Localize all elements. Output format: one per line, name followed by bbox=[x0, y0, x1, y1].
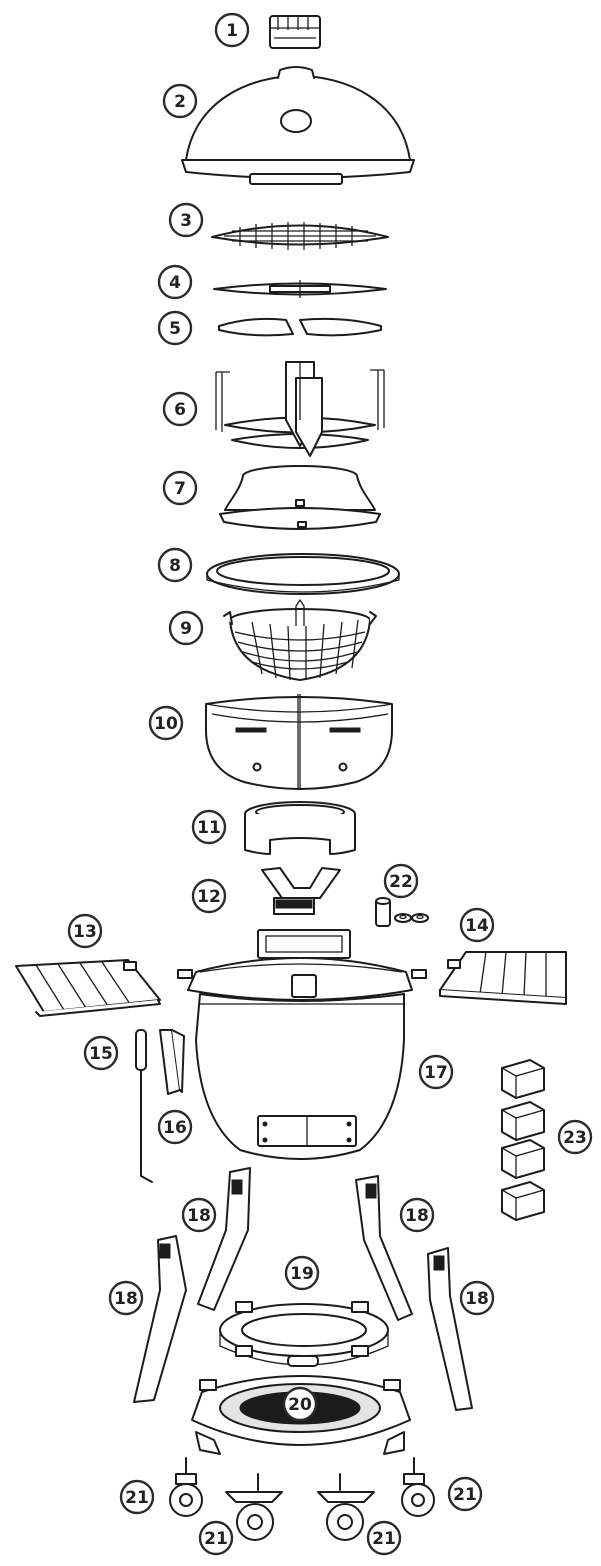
cooking-grate bbox=[211, 222, 389, 250]
svg-text:22: 22 bbox=[389, 872, 413, 892]
callout: 14 bbox=[459, 907, 495, 943]
callout: 2 bbox=[162, 83, 198, 119]
svg-text:14: 14 bbox=[465, 916, 489, 936]
callout: 22 bbox=[383, 863, 419, 899]
svg-text:11: 11 bbox=[197, 818, 221, 838]
svg-text:21: 21 bbox=[453, 1485, 477, 1505]
fire-box bbox=[205, 694, 393, 790]
callout: 16 bbox=[157, 1109, 193, 1145]
svg-text:2: 2 bbox=[174, 92, 186, 112]
hardware-set bbox=[375, 897, 429, 927]
callout: 18 bbox=[108, 1280, 144, 1316]
callout: 21 bbox=[366, 1520, 402, 1556]
deflector-stones bbox=[218, 317, 382, 337]
right-side-shelf bbox=[439, 951, 567, 1005]
charcoal-basket bbox=[223, 598, 377, 681]
callout: 7 bbox=[162, 470, 198, 506]
svg-text:21: 21 bbox=[204, 1529, 228, 1549]
caster bbox=[317, 1473, 375, 1541]
callout: 1 bbox=[214, 12, 250, 48]
fire-grate bbox=[244, 801, 356, 855]
svg-text:18: 18 bbox=[405, 1206, 429, 1226]
svg-text:18: 18 bbox=[187, 1206, 211, 1226]
callout: 19 bbox=[284, 1255, 320, 1291]
callout: 21 bbox=[198, 1520, 234, 1556]
casters bbox=[169, 1457, 435, 1541]
svg-text:7: 7 bbox=[174, 479, 186, 499]
svg-text:21: 21 bbox=[372, 1529, 396, 1549]
svg-text:13: 13 bbox=[73, 922, 97, 942]
top-vent-cap bbox=[269, 15, 321, 49]
dome-lid bbox=[181, 66, 415, 185]
svg-text:10: 10 bbox=[154, 714, 178, 734]
cart-legs bbox=[133, 1167, 473, 1411]
callout: 8 bbox=[157, 547, 193, 583]
gasket-ring bbox=[206, 553, 400, 595]
callout: 11 bbox=[191, 809, 227, 845]
callout: 9 bbox=[168, 610, 204, 646]
multi-level-rack bbox=[215, 361, 385, 457]
main-body bbox=[177, 929, 427, 1160]
callout: 18 bbox=[181, 1197, 217, 1233]
callout: 6 bbox=[162, 391, 198, 427]
callout: 3 bbox=[168, 202, 204, 238]
callout: 18 bbox=[459, 1280, 495, 1316]
caster bbox=[225, 1473, 283, 1541]
svg-text:23: 23 bbox=[563, 1128, 587, 1148]
svg-text:12: 12 bbox=[197, 887, 221, 907]
left-side-shelf bbox=[15, 959, 161, 1017]
svg-text:1: 1 bbox=[226, 21, 238, 41]
vent-door bbox=[261, 867, 341, 915]
callout: 23 bbox=[557, 1119, 593, 1155]
base-plate bbox=[191, 1375, 411, 1455]
svg-text:8: 8 bbox=[169, 556, 181, 576]
ceramic-feet bbox=[501, 1059, 545, 1221]
callout: 12 bbox=[191, 878, 227, 914]
grill-gripper bbox=[159, 1029, 185, 1095]
ash-tool bbox=[135, 1029, 153, 1183]
callout: 15 bbox=[83, 1035, 119, 1071]
svg-text:6: 6 bbox=[174, 400, 186, 420]
svg-text:18: 18 bbox=[465, 1289, 489, 1309]
svg-text:3: 3 bbox=[180, 211, 192, 231]
base-ring bbox=[219, 1301, 389, 1367]
svg-text:18: 18 bbox=[114, 1289, 138, 1309]
callout: 5 bbox=[157, 310, 193, 346]
callout: 20 bbox=[282, 1386, 318, 1422]
deflector-rack bbox=[213, 280, 387, 298]
callout: 13 bbox=[67, 913, 103, 949]
fire-ring bbox=[219, 465, 381, 530]
svg-text:4: 4 bbox=[169, 273, 181, 293]
callout: 21 bbox=[447, 1476, 483, 1512]
svg-text:17: 17 bbox=[424, 1063, 448, 1083]
svg-text:21: 21 bbox=[125, 1488, 149, 1508]
svg-text:16: 16 bbox=[163, 1118, 187, 1138]
svg-text:20: 20 bbox=[288, 1395, 312, 1415]
svg-text:19: 19 bbox=[290, 1264, 314, 1284]
caster bbox=[401, 1457, 435, 1517]
caster bbox=[169, 1457, 203, 1517]
callout: 10 bbox=[148, 705, 184, 741]
svg-text:5: 5 bbox=[169, 319, 181, 339]
callout: 21 bbox=[119, 1479, 155, 1515]
callout: 4 bbox=[157, 264, 193, 300]
callout: 18 bbox=[399, 1197, 435, 1233]
svg-text:15: 15 bbox=[89, 1044, 113, 1064]
svg-text:9: 9 bbox=[180, 619, 192, 639]
callout: 17 bbox=[418, 1054, 454, 1090]
